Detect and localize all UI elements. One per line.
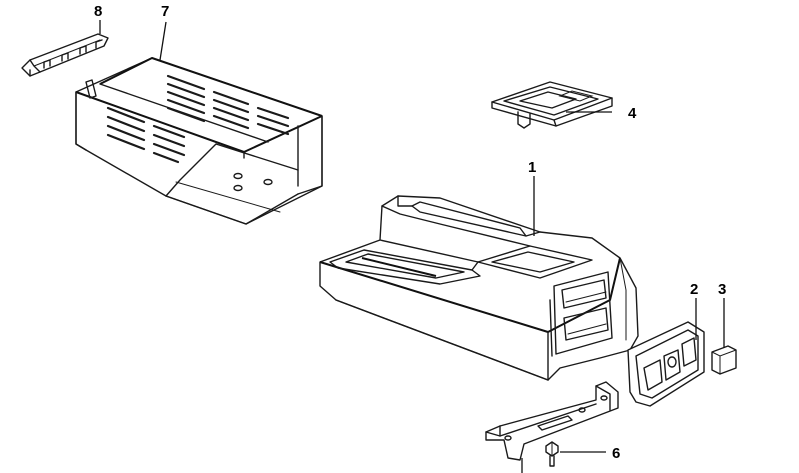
part-6-screw bbox=[545, 441, 559, 467]
part-7-holder-box bbox=[75, 57, 323, 225]
part-2-trim-bezel bbox=[627, 321, 705, 407]
callout-labels: 8 7 4 1 2 3 6 bbox=[94, 3, 726, 462]
callout-3: 3 bbox=[718, 281, 726, 298]
callout-1: 1 bbox=[528, 159, 536, 176]
callout-2: 2 bbox=[690, 281, 698, 298]
callout-8: 8 bbox=[94, 3, 102, 20]
leader-7 bbox=[159, 21, 167, 61]
leader-lines bbox=[99, 20, 725, 473]
callout-4: 4 bbox=[628, 105, 637, 122]
callout-7: 7 bbox=[161, 3, 169, 20]
part-5-bracket bbox=[485, 381, 619, 461]
part-4-tray-insert bbox=[491, 81, 613, 129]
part-3-cap bbox=[711, 345, 737, 375]
part-8-cover-strip bbox=[21, 33, 109, 77]
callout-6: 6 bbox=[612, 445, 620, 462]
part-1-centre-console bbox=[319, 195, 639, 381]
